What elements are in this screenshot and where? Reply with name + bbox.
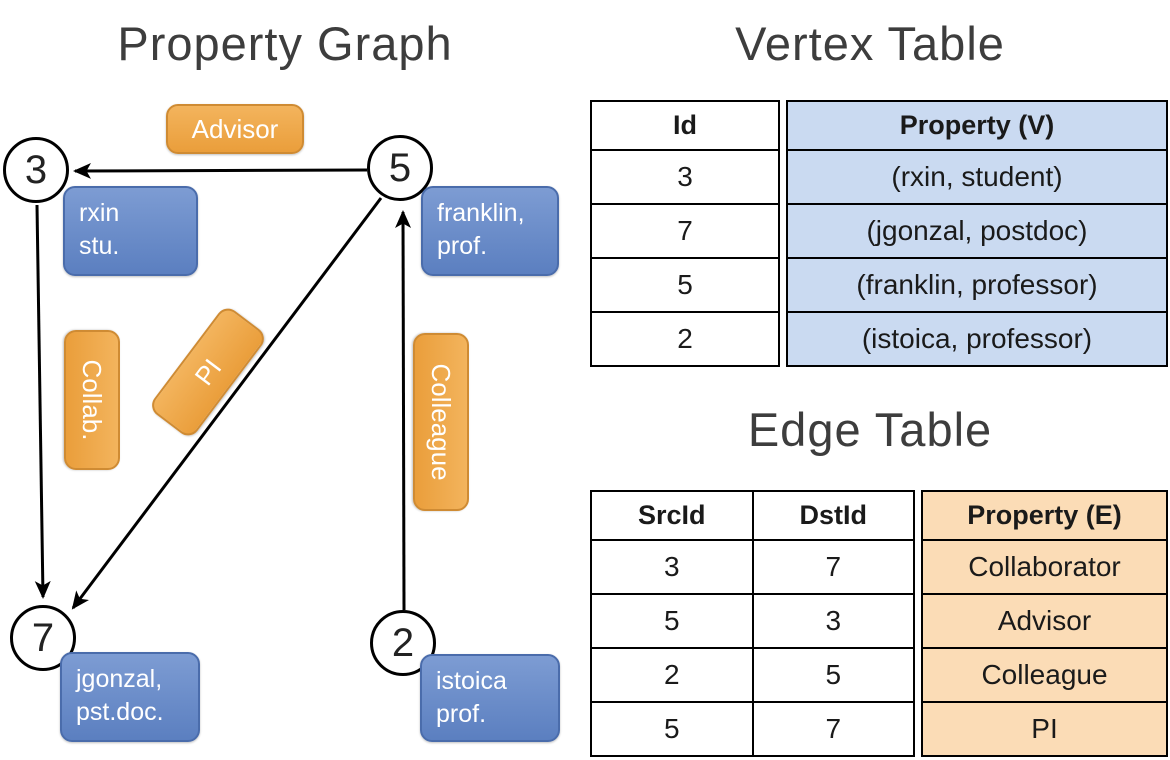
table-cell: 5	[592, 257, 778, 311]
table-cell: Collaborator	[923, 539, 1166, 593]
table-cell: 5	[753, 647, 913, 701]
vertex-property-box-5: franklin, prof.	[421, 186, 559, 276]
vertex-id: 5	[388, 145, 412, 190]
edge-table-header-property: Property (E)	[923, 492, 1166, 539]
vertex-property-box-3: rxin stu.	[63, 186, 198, 276]
edge-arrow-colleague	[395, 210, 412, 611]
vertex-property-line: istoica	[436, 667, 507, 695]
edge-table-id-columns: SrcId 3 5 2 5 DstId 7 3 5 7	[590, 490, 915, 757]
edge-table-srcid-column: SrcId 3 5 2 5	[592, 492, 752, 755]
table-cell: Colleague	[923, 647, 1166, 701]
vertex-id: 2	[391, 620, 415, 665]
vertex-property-line: franklin,	[437, 199, 525, 227]
edge-table-property-column: Property (E) Collaborator Advisor Collea…	[921, 490, 1168, 757]
vertex-id: 7	[31, 615, 55, 660]
edge-label-collab: Collab.	[64, 330, 120, 470]
edge-table-dstid-column: DstId 7 3 5 7	[751, 492, 913, 755]
graph-edges-svg	[34, 162, 412, 611]
edge-label-colleague: Colleague	[413, 333, 469, 511]
vertex-property-line: jgonzal,	[76, 665, 163, 693]
vertex-table-title: Vertex Table	[735, 17, 1005, 70]
vertex-table-property-column: Property (V) (rxin, student) (jgonzal, p…	[786, 100, 1168, 367]
edge-table-header-dstid: DstId	[799, 500, 868, 530]
table-cell: 3	[592, 539, 752, 593]
table-cell: 7	[753, 701, 913, 755]
vertex-property-line: pst.doc.	[76, 697, 164, 726]
edge-arrow-collab	[34, 204, 51, 599]
vertex-table-header-id: Id	[673, 110, 697, 140]
table-cell: (rxin, student)	[788, 149, 1166, 203]
table-cell: (istoica, professor)	[788, 311, 1166, 365]
vertex-table-id-column: Id 3 7 5 2	[590, 100, 780, 367]
table-cell: 5	[592, 701, 752, 755]
vertex-circle-3: 3	[3, 137, 69, 203]
table-cell: 2	[592, 311, 778, 365]
edge-label-text: Advisor	[191, 113, 279, 144]
table-cell: Advisor	[923, 593, 1166, 647]
table-cell: 2	[592, 647, 752, 701]
table-cell: 7	[753, 539, 913, 593]
vertex-table: Id 3 7 5 2 Property (V) (rxin, student) …	[590, 100, 1168, 367]
table-cell: 3	[753, 593, 913, 647]
vertex-property-line: stu.	[79, 231, 120, 260]
table-cell: 3	[592, 149, 778, 203]
edge-label-text: Collab.	[77, 359, 108, 441]
vertex-property-line: prof.	[437, 231, 488, 260]
vertex-property-box-2: istoica prof.	[420, 654, 560, 742]
table-cell: 5	[592, 593, 752, 647]
table-cell: 7	[592, 203, 778, 257]
vertex-property-line: prof.	[436, 699, 487, 728]
edge-label-text: Colleague	[426, 363, 457, 481]
vertex-property-line: rxin	[79, 199, 120, 227]
vertex-table-header-property: Property (V)	[788, 102, 1166, 149]
edge-arrow-advisor	[73, 162, 368, 179]
edge-label-text: PI	[188, 352, 227, 391]
edge-label-advisor: Advisor	[166, 104, 304, 154]
table-cell: PI	[923, 701, 1166, 755]
vertex-circle-7: 7	[10, 605, 76, 671]
vertex-circle-5: 5	[367, 135, 433, 201]
edge-table-header-srcid: SrcId	[637, 500, 706, 530]
edge-table: SrcId 3 5 2 5 DstId 7 3 5 7 Property (E)…	[590, 490, 1168, 757]
vertex-id: 3	[24, 147, 48, 192]
property-graph-title: Property Graph	[117, 17, 453, 70]
vertex-property-box-7: jgonzal, pst.doc.	[60, 652, 200, 742]
table-cell: (franklin, professor)	[788, 257, 1166, 311]
edge-arrow-pi	[71, 197, 383, 610]
table-cell: (jgonzal, postdoc)	[788, 203, 1166, 257]
edge-table-title: Edge Table	[747, 403, 993, 456]
